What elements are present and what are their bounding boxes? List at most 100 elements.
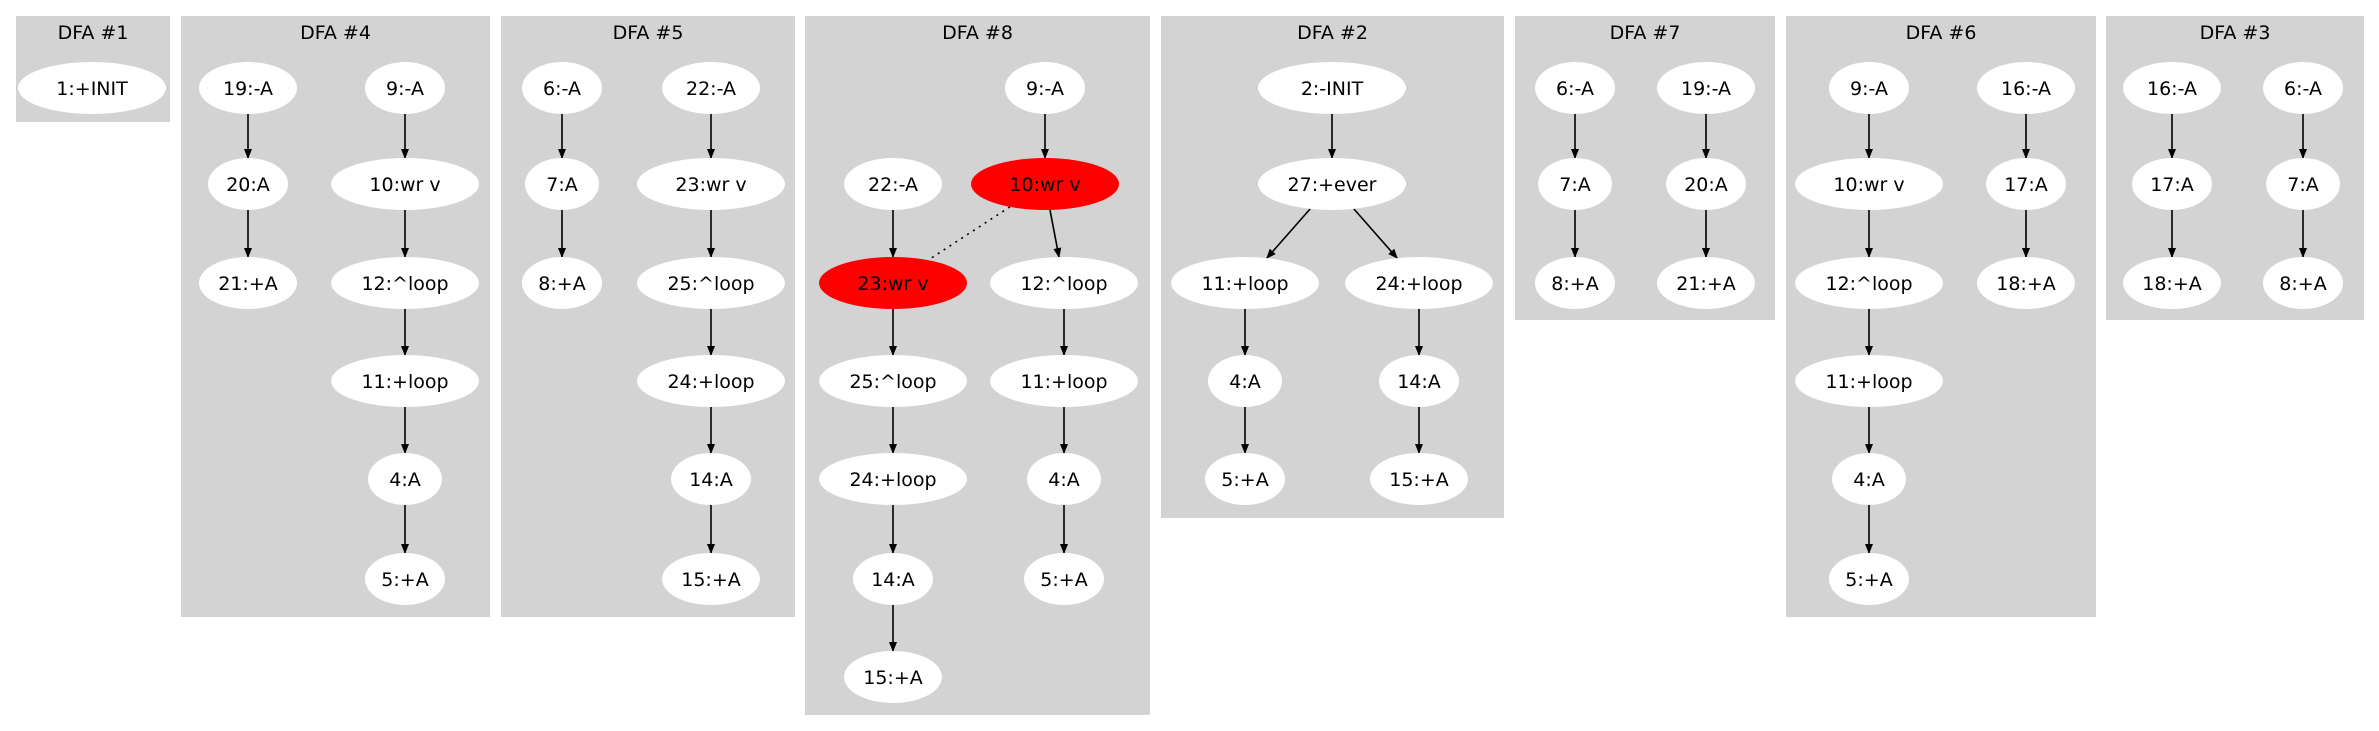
state-ellipse [990, 355, 1138, 407]
state-node: 15:+A [662, 553, 760, 605]
state-node: 5:+A [1024, 553, 1104, 605]
state-label: 20:A [226, 174, 270, 196]
state-ellipse [1657, 257, 1755, 309]
state-label: 25:^loop [667, 273, 754, 295]
state-node: 9:-A [365, 62, 445, 114]
state-ellipse [1657, 62, 1755, 114]
state-label: 8:+A [2279, 273, 2326, 295]
state-node: 27:+ever [1258, 158, 1406, 210]
state-ellipse [819, 355, 967, 407]
state-label: 5:+A [1040, 569, 1087, 591]
state-node: 11:+loop [331, 355, 479, 407]
state-label: 12:^loop [361, 273, 448, 295]
state-ellipse [1205, 453, 1285, 505]
state-ellipse [1535, 257, 1615, 309]
edge-arrow [1353, 208, 1398, 259]
state-label: 11:+loop [361, 371, 448, 393]
state-label: 22:-A [686, 78, 736, 100]
state-node: 4:A [368, 453, 442, 505]
state-ellipse [1795, 257, 1943, 309]
state-label: 15:+A [1389, 469, 1449, 491]
state-node: 8:+A [2263, 257, 2343, 309]
state-node: 5:+A [1205, 453, 1285, 505]
state-node: 11:+loop [1171, 257, 1319, 309]
state-node: 7:A [525, 158, 599, 210]
state-node: 11:+loop [990, 355, 1138, 407]
state-label: 5:+A [1221, 469, 1268, 491]
state-label: 8:+A [538, 273, 585, 295]
state-node: 21:+A [199, 257, 297, 309]
state-node: 11:+loop [1795, 355, 1943, 407]
state-label: 15:+A [863, 667, 923, 689]
state-ellipse [1345, 257, 1493, 309]
state-node: 5:+A [1829, 553, 1909, 605]
state-ellipse [1829, 62, 1909, 114]
state-label: 14:A [871, 569, 915, 591]
state-label: 8:+A [1551, 273, 1598, 295]
state-node: 6:-A [2263, 62, 2343, 114]
state-ellipse [819, 453, 967, 505]
state-ellipse [2123, 257, 2221, 309]
state-ellipse [1795, 355, 1943, 407]
state-node: 4:A [1208, 355, 1282, 407]
state-node: 10:wr v [1795, 158, 1943, 210]
state-label: 22:-A [868, 174, 918, 196]
state-label: 10:wr v [1833, 174, 1904, 196]
state-ellipse [637, 257, 785, 309]
state-ellipse [331, 257, 479, 309]
state-node: 18:+A [2123, 257, 2221, 309]
state-label: 4:A [1048, 469, 1080, 491]
state-label: 6:-A [543, 78, 581, 100]
state-label: 4:A [1229, 371, 1261, 393]
state-label: 23:wr v [675, 174, 746, 196]
state-ellipse [1258, 62, 1406, 114]
state-node: 25:^loop [819, 355, 967, 407]
state-node: 15:+A [844, 651, 942, 703]
state-ellipse [1027, 453, 1101, 505]
state-ellipse [1832, 453, 1906, 505]
state-node: 9:-A [1829, 62, 1909, 114]
state-node: 12:^loop [1795, 257, 1943, 309]
state-node: 14:A [1379, 355, 1459, 407]
state-node: 12:^loop [990, 257, 1138, 309]
state-label: 24:+loop [849, 469, 936, 491]
state-node: 2:-INIT [1258, 62, 1406, 114]
state-label: 10:wr v [1009, 174, 1080, 196]
state-ellipse [522, 62, 602, 114]
state-node: 22:-A [844, 158, 942, 210]
state-ellipse [1208, 355, 1282, 407]
state-node: 1:+INIT [18, 62, 166, 114]
state-ellipse [2132, 158, 2212, 210]
state-label: 7:A [546, 174, 578, 196]
state-label: 4:A [1853, 469, 1885, 491]
state-ellipse [671, 453, 751, 505]
state-label: 24:+loop [667, 371, 754, 393]
state-label: 12:^loop [1020, 273, 1107, 295]
state-label: 19:-A [1681, 78, 1731, 100]
state-node: 18:+A [1977, 257, 2075, 309]
state-ellipse [368, 453, 442, 505]
state-ellipse [1986, 158, 2066, 210]
state-ellipse [637, 355, 785, 407]
state-ellipse [2123, 62, 2221, 114]
state-label: 15:+A [681, 569, 741, 591]
state-ellipse [331, 355, 479, 407]
state-ellipse [199, 62, 297, 114]
cluster-title: DFA #4 [300, 22, 371, 44]
state-ellipse [1538, 158, 1612, 210]
state-ellipse [1977, 62, 2075, 114]
state-ellipse [1370, 453, 1468, 505]
state-label: 17:A [2150, 174, 2194, 196]
cluster-dfa4: DFA #4 19:-A 20:A 21:+A 9:-A 10:wr v 12:^loop 1… [181, 16, 490, 617]
state-node: 15:+A [1370, 453, 1468, 505]
state-label: 6:-A [2284, 78, 2322, 100]
state-label: 10:wr v [369, 174, 440, 196]
state-node: 24:+loop [637, 355, 785, 407]
state-node: 9:-A [1005, 62, 1085, 114]
cluster-dfa3: DFA #316:-A17:A18:+A6:-A7:A8:+A [2106, 16, 2364, 320]
state-ellipse [365, 553, 445, 605]
state-label: 19:-A [223, 78, 273, 100]
state-ellipse [853, 553, 933, 605]
state-ellipse [1535, 62, 1615, 114]
